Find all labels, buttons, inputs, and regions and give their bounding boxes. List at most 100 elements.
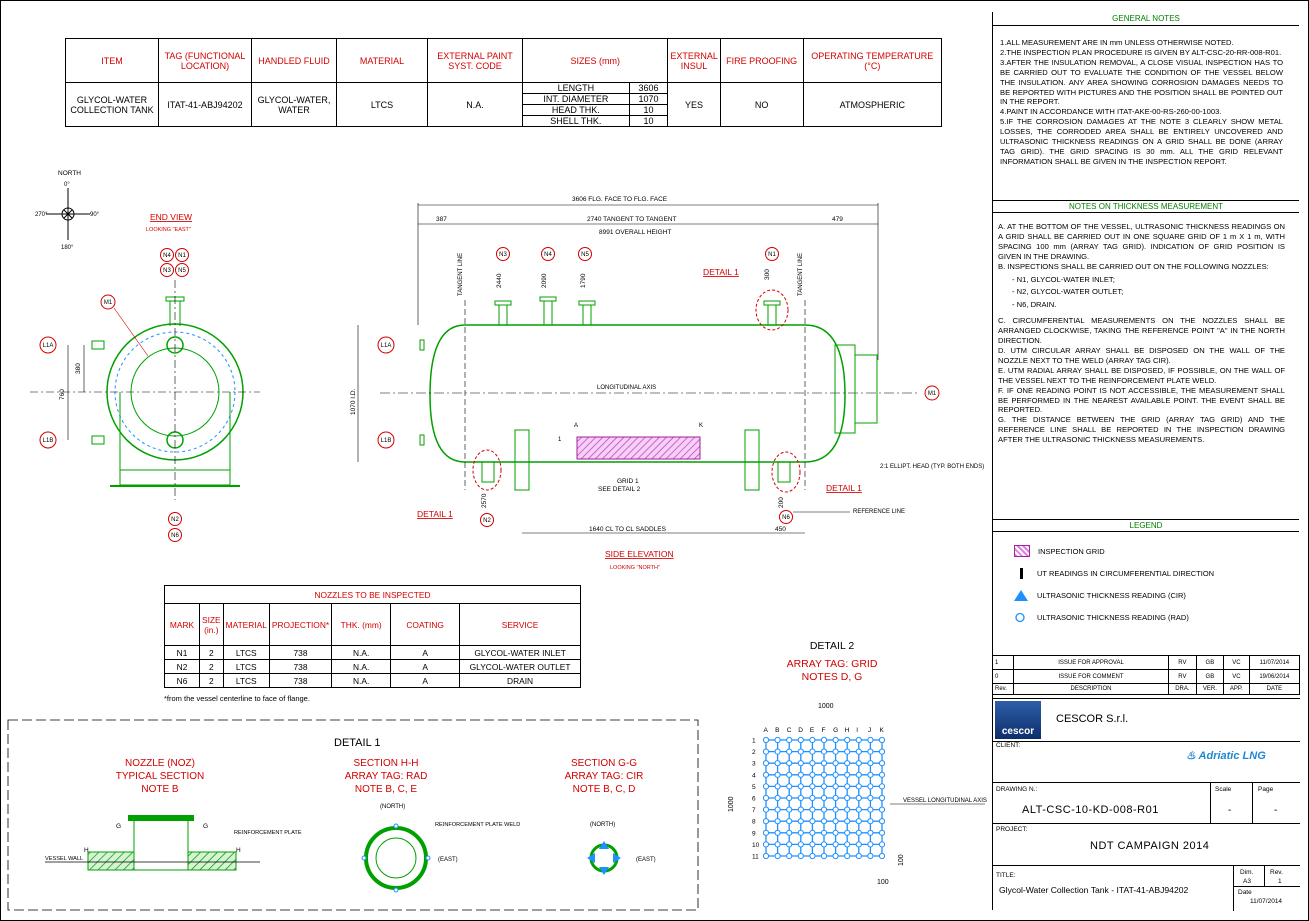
- dim-380: 380: [75, 363, 82, 374]
- tag-n4: N4: [160, 248, 174, 262]
- dim-387: 387: [436, 216, 447, 223]
- hdr-fluid: HANDLED FLUID: [251, 38, 337, 83]
- hdr-temp: OPERATING TEMPERATURE (°C): [802, 38, 943, 83]
- rev-value: 1: [1278, 878, 1282, 885]
- thickness-note-b: B. INSPECTIONS SHALL BE CARRIED OUT ON T…: [998, 261, 1269, 271]
- svg-text:M1: M1: [928, 391, 937, 397]
- grid-point: [832, 771, 839, 778]
- grid-point: [878, 818, 886, 825]
- detail1-title: DETAIL 1: [334, 737, 380, 749]
- grid-point: [786, 818, 793, 825]
- grid-point: [774, 818, 781, 825]
- grid-a-label: A: [574, 423, 578, 429]
- grid-point: [809, 829, 816, 836]
- svg-text:L1B: L1B: [43, 438, 54, 444]
- grid-point: [809, 794, 816, 802]
- grid-point: [774, 794, 781, 802]
- grid-point: [878, 806, 886, 813]
- client-logo: ♨ Adriatic LNG: [1186, 749, 1266, 762]
- paint-value: N.A.: [427, 82, 523, 127]
- tag-m1-side: M1: [924, 385, 940, 401]
- grid-point: [797, 818, 804, 825]
- svg-text:L1A: L1A: [381, 343, 392, 349]
- general-note-5: 5.IF THE CORROSION DAMAGES AT THE NOTE 3…: [1000, 117, 1283, 166]
- grid-point: [786, 852, 793, 860]
- grid-point: [867, 841, 874, 848]
- nozzle-section: NOZZLE (NOZ) TYPICAL SECTION NOTE B: [116, 758, 205, 795]
- gg-north: (NORTH): [590, 822, 615, 828]
- vessel-drawing: NORTH 0° 90° 180° 270° END VIEW LOOKING …: [7, 170, 987, 911]
- tag-l1b-side: L1B: [377, 431, 395, 449]
- noz-hdr: MARK: [164, 603, 200, 646]
- svg-text:N5: N5: [178, 268, 186, 274]
- thickness-notes-title: NOTES ON THICKNESS MEASUREMENT: [993, 200, 1299, 213]
- grid-point: [867, 760, 874, 767]
- reinf-plate-label: REINFORCEMENT PLATE: [234, 830, 302, 836]
- grid-point: [878, 736, 886, 744]
- thickness-note-e: E. UTM RADIAL ARRAY SHALL BE DISPOSED, I…: [998, 365, 1285, 385]
- hdr-paint: EXTERNAL PAINT SYST. CODE: [427, 38, 523, 83]
- grid-point: [832, 760, 839, 767]
- grid-point: [774, 829, 781, 836]
- project-label: PROJECT:: [996, 826, 1028, 833]
- dim-300: 300: [764, 269, 771, 280]
- rev-desc: ISSUE FOR COMMENT: [1013, 669, 1169, 684]
- thickness-note-b2: - N2, GLYCOL-WATER OUTLET;: [1012, 287, 1124, 297]
- tag-n1-side: N1: [765, 247, 779, 261]
- grid-row-label: 10: [752, 842, 760, 849]
- grid-point: [844, 771, 851, 778]
- grid-point: [762, 818, 770, 825]
- g-label-right: G: [203, 823, 208, 830]
- legend-item-grid: INSPECTION GRID: [1014, 540, 1284, 562]
- grid-point: [878, 771, 886, 778]
- grid-point: [786, 783, 793, 790]
- grid-1-label: 1: [558, 437, 562, 443]
- grid-point: [809, 783, 816, 790]
- h-label-left: H: [84, 847, 89, 854]
- dim-1790: 1790: [580, 273, 587, 288]
- h-label-right: H: [236, 847, 241, 854]
- tag-l1b: L1B: [39, 431, 57, 449]
- right-panel: [992, 12, 1301, 910]
- ref-line-label: REFERENCE LINE: [853, 509, 905, 515]
- grid-point: [774, 771, 781, 778]
- rev-hdr: DESCRIPTION: [1013, 683, 1169, 695]
- grid-point: [774, 783, 781, 790]
- nozzle-drawing: VESSEL WALL REINFORCEMENT PLATE G G H H: [45, 815, 302, 871]
- noz-title: NOZZLE (NOZ): [125, 758, 195, 769]
- grid-point: [878, 783, 886, 790]
- grid-point: [762, 806, 770, 813]
- grid-point: [809, 736, 816, 744]
- grid-row-label: 1: [752, 738, 756, 745]
- revision-table: 1 ISSUE FOR APPROVAL RV GB VC 11/07/2014…: [992, 655, 1301, 695]
- noz-cell: DRAIN: [459, 673, 581, 688]
- tag-m1: M1: [100, 294, 116, 310]
- vessel-wall-label: VESSEL WALL: [45, 856, 83, 862]
- page-value: -: [1274, 805, 1278, 816]
- grid-point: [832, 783, 839, 790]
- grid-point: [832, 852, 839, 860]
- svg-text:N3: N3: [163, 268, 171, 274]
- grid-point: [878, 841, 886, 848]
- detail2-note: NOTES D, G: [802, 671, 863, 683]
- material-value: LTCS: [336, 82, 428, 127]
- detail1-callout-left: DETAIL 1: [417, 509, 453, 519]
- rev-hdr: DATE: [1248, 683, 1301, 695]
- page-label: Page: [1258, 786, 1274, 793]
- tag-n4-side: N4: [541, 247, 555, 261]
- grid-row-label: 9: [752, 830, 756, 837]
- thickness-note-a: A. AT THE BOTTOM OF THE VESSEL, ULTRASON…: [998, 222, 1285, 261]
- grid-point: [855, 818, 862, 825]
- grid-point: [844, 760, 851, 767]
- section-gg: SECTION G-G ARRAY TAG: CIR NOTE B, C, D: [565, 758, 644, 795]
- dim-value: A3: [1243, 878, 1251, 885]
- date-value: 11/07/2014: [1250, 898, 1283, 905]
- grid-point: [786, 794, 793, 802]
- grid-row-label: 8: [752, 819, 756, 826]
- grid-dim-100-right: 100: [898, 854, 905, 866]
- general-note-2: 2.THE INSPECTION PLAN PROCEDURE IS GIVEN…: [1000, 47, 1282, 57]
- gg-title: SECTION G-G: [571, 758, 637, 769]
- dim-1070id: 1070 I.D.: [350, 388, 357, 415]
- grid-point: [809, 760, 816, 767]
- grid-point: [878, 852, 886, 860]
